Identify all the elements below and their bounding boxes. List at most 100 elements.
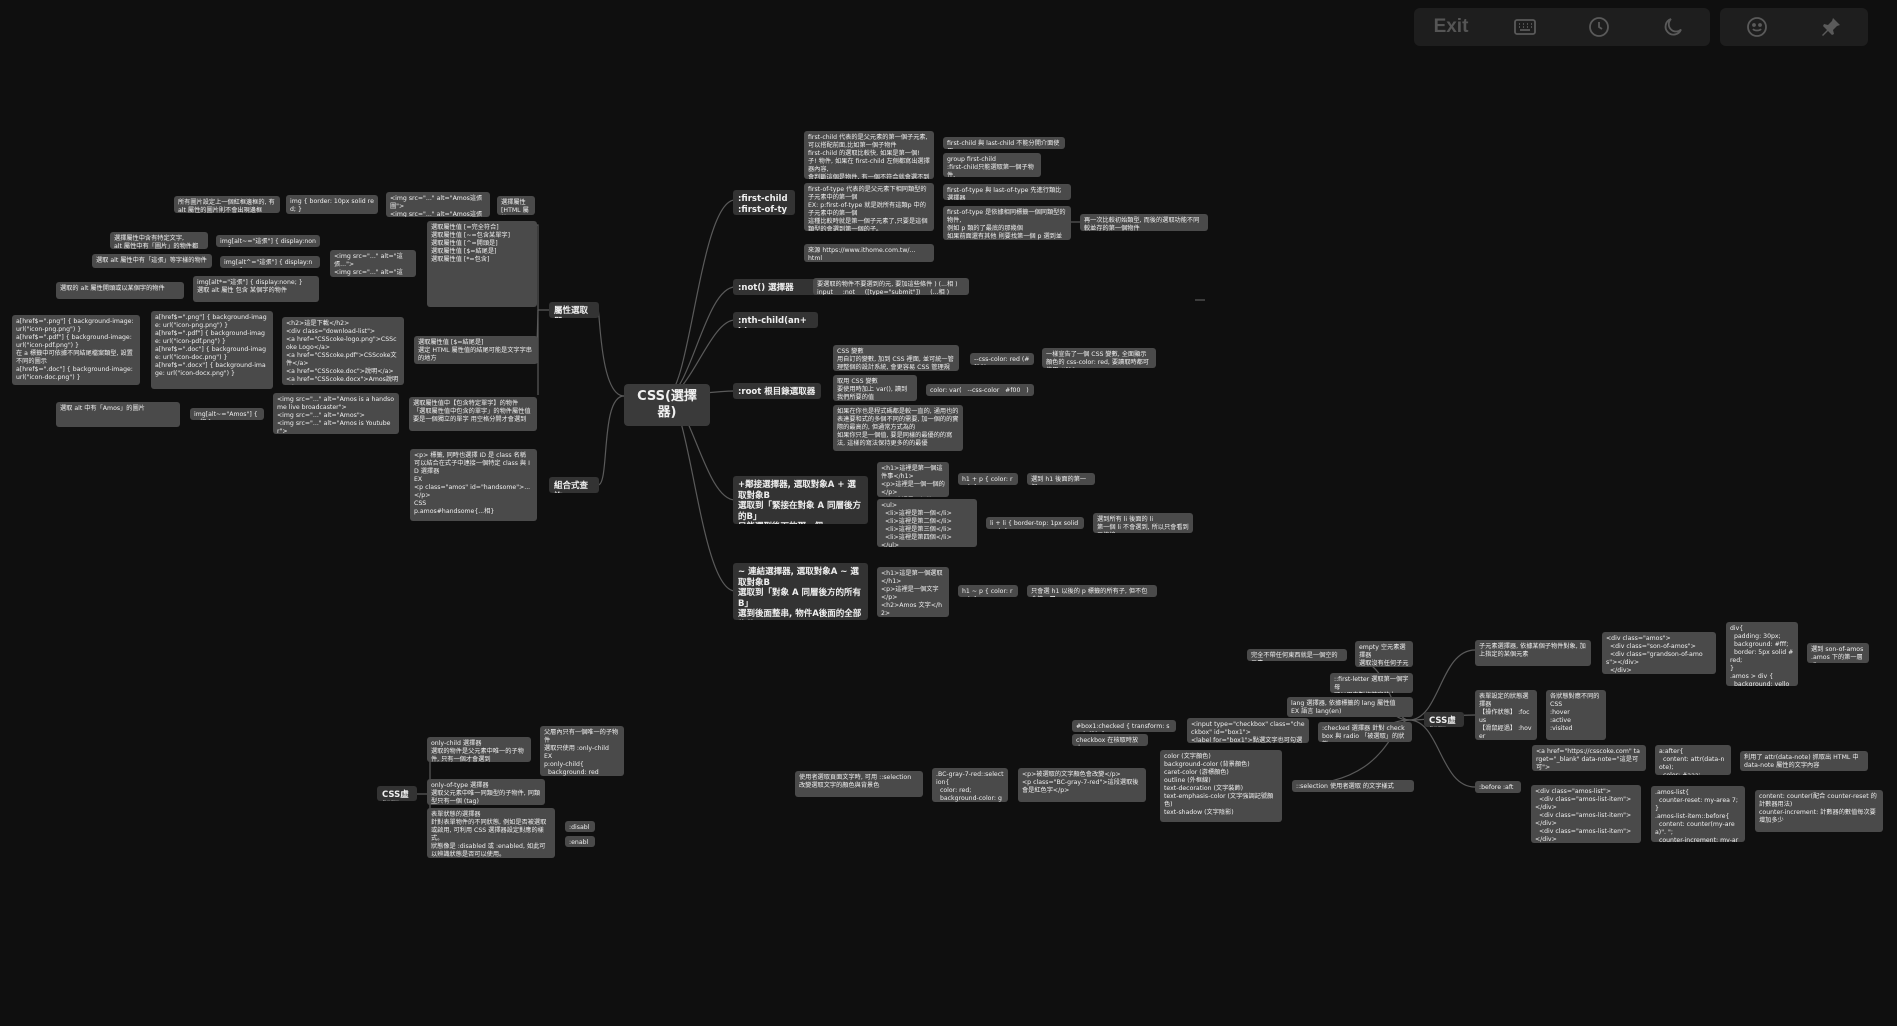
node-adjacent-list-html[interactable]: <ul> <li>這裡是第一個</li> <li>這裡是第二個</li> <li… — [877, 499, 977, 547]
topic-pseudo-class-right[interactable]: CSS虛擬類 — [1424, 712, 1464, 727]
topic-not[interactable]: :not() 選擇器 — [733, 279, 818, 295]
node-attr-word-html[interactable]: <img src="..." alt="這張..."> <img src="..… — [330, 250, 416, 277]
node-link-states[interactable]: 表單設定的狀態選擇器 【操作狀態】 :focus 【滑鼠經過】 :hover 【… — [1475, 690, 1537, 740]
node-css-variable-decl[interactable]: --css-color: red (#f00); — [970, 353, 1034, 365]
node-attr-substring-css[interactable]: img[alt*="這張"] { display:none; } 選取 alt … — [193, 276, 319, 302]
node-var-usage[interactable]: 取用 CSS 變數 要使用時加上 var(), 讀到我們所要的值 — [833, 375, 917, 401]
sticker-button[interactable] — [1720, 8, 1794, 46]
node-attr-suffix-html[interactable]: <h2>這是下載</h2> <div class="download-list"… — [282, 317, 404, 385]
clock-icon — [1589, 17, 1609, 37]
node-first-of-type-desc[interactable]: first-of-type 代表的是父元素下相同類型的子元素中的第一個 EX: … — [804, 183, 934, 231]
node-sibling-note[interactable]: 只會選 h1 以後的 p 標籤的所有子, 但不包含第一層 — [1027, 585, 1157, 597]
node-attr-word-css[interactable]: img[alt^="這張"] { display:none; } — [220, 256, 320, 268]
node-first-of-type-example[interactable]: first-of-type 是依據相同標籤一個同類型的物件, 例如 p 類的了最… — [943, 206, 1071, 240]
node-selection-selector[interactable]: ::selection 使用者選取 的文字樣式 — [1292, 780, 1414, 792]
node-first-child-desc[interactable]: first-child 代表的是父元素的第一個子元素,可以搭配前面,比如第一個子… — [804, 131, 934, 179]
node-checked-note[interactable]: checkbox 在核取時放大 — [1072, 734, 1148, 746]
node-attr-img-html[interactable]: <img src="..." alt="Amos這張圖"> <img src="… — [386, 192, 490, 217]
node-first-last-child-note[interactable]: first-child 與 last-child 不能分開介面使用 — [943, 137, 1065, 149]
toolbar-group-extra — [1720, 8, 1868, 46]
node-adjacent-html[interactable]: <h1>這裡是第一個這件事</h1> <p>這裡是一個一個的 </p> <p>這… — [877, 462, 949, 497]
node-empty-note[interactable]: 完全不帶任何東西就是一個空的元素 — [1247, 649, 1347, 661]
node-after-note[interactable]: 利用了 attr(data-note) 抓取出 HTML 中 data-note… — [1740, 751, 1868, 771]
topic-first-child[interactable]: :first-child :first-of-type — [733, 190, 795, 215]
node-checkbox-html[interactable]: <input type="checkbox" class="checkbox" … — [1187, 718, 1309, 743]
node-attr-whole-word[interactable]: 選取屬性值中【包含特定單字】的物件 「選取屬性值中包含的單字」的物件屬性值要是一… — [409, 397, 537, 431]
keyboard-button[interactable] — [1488, 8, 1562, 46]
node-child-selector-html[interactable]: <div class="amos"> <div class="son-of-am… — [1602, 632, 1716, 674]
node-attr-amos-note[interactable]: 選取 alt 中有「Amos」的圖片 — [56, 402, 180, 427]
node-attr-link-html[interactable]: <a href="https://csscoke.com" target="_b… — [1532, 745, 1646, 771]
node-counter-note[interactable]: content: counter(配合 counter-reset 的計數器用法… — [1755, 790, 1883, 832]
node-selection-properties[interactable]: color (文字顏色) background-color (背景顏色) car… — [1160, 750, 1282, 822]
node-attr-word-note[interactable]: 選取 alt 屬性中有「這張」等字樣的物件 — [92, 254, 212, 268]
node-only-child-example[interactable]: 父層內只有一個唯一的子物件 選取只使用 :only-child EX p:onl… — [540, 726, 624, 776]
node-source-link[interactable]: 來源 https://www.ithome.com.tw/... html — [804, 244, 934, 262]
node-after-css[interactable]: a:after{ content: attr(data-note); color… — [1655, 745, 1731, 775]
node-adjacent-note[interactable]: 選到 h1 後面的第一個 p — [1027, 473, 1095, 485]
node-attr-amos-html[interactable]: <img src="..." alt="Amos is a handsome l… — [273, 393, 399, 434]
node-empty-selector[interactable]: empty 空元素選擇器 選取沒有任何子元素的物件 — [1355, 641, 1413, 667]
node-child-selector-note[interactable]: 選到 son-of-amos .amos 下的第一層 div — [1807, 643, 1869, 663]
node-combined-query-desc[interactable]: <p> 標籤, 同時也選擇 ID 是 class 名稱 可以結合在式子中連接一個… — [410, 449, 537, 521]
node-link-states-css[interactable]: 各狀態對應不同的 CSS :hover :active :visited — [1546, 690, 1606, 740]
node-selection-html[interactable]: <p>被選取的文字顏色會改變</p> <p class="BC-gray-7-r… — [1018, 768, 1146, 802]
node-attr-prefix-note[interactable]: 選取的 alt 屬性開頭或以某個字的物件 — [56, 282, 184, 299]
node-child-selector-css[interactable]: div{ padding: 30px; background: #fff; bo… — [1726, 622, 1798, 686]
node-var-note[interactable]: 如果在你也是程式碼都是較一直的, 通用也的表達要和式的多個不同的需要, 加一個的… — [833, 405, 963, 451]
node-selection-css[interactable]: .BC-gray-7-red::selection{ color: red; b… — [932, 768, 1008, 802]
topic-attribute-selector[interactable]: 屬性選取器 — [549, 302, 599, 318]
node-sibling-html[interactable]: <h1>這是第一個選取</h1> <p>這裡是一個文字</p> <h2>Amos… — [877, 567, 949, 617]
node-only-child[interactable]: only-child 選擇器 選取的物件是父元素中唯一的子物件, 只有一個才會選… — [427, 737, 531, 762]
node-first-of-type-note[interactable]: first-of-type 與 last-of-type 先進行類比選擇器 — [943, 184, 1071, 200]
node-enabled[interactable]: :enabled — [565, 836, 595, 847]
node-attr-suffix-css[interactable]: a[href$=".png"] { background-image: url(… — [151, 311, 273, 389]
node-attr-select-attr[interactable]: 選擇屬性 [HTML 屬性] — [497, 196, 535, 215]
topic-nth-child[interactable]: :nth-child(an+b) — [733, 312, 818, 328]
node-adjacent-list-note[interactable]: 選到所有 li 後面的 li 第一個 li 不會選到, 所以只會看到三條線 — [1093, 513, 1193, 533]
node-only-of-type[interactable]: only-of-type 選擇器 選取父元素中唯一同類型的子物件, 同類型只有一… — [427, 779, 545, 805]
node-selection-note[interactable]: 使用者選取頁面文字時, 可用 ::selection 改變選取文字的顏色與背景色 — [795, 771, 923, 797]
node-child-selector[interactable]: 子元素選擇器, 依據某個子物件對象, 加上指定的某個元素 — [1475, 640, 1591, 666]
topic-pseudo-class-left[interactable]: CSS虛擬類 — [377, 786, 417, 801]
node-first-letter[interactable]: ::first-letter 選取第一個字母 可以用來製作首字放大 — [1330, 673, 1413, 693]
node-attr-suffix-note[interactable]: 選取屬性值 [$=結尾是] 選定 HTML 屬性值的結尾可能是文字字串的地方 — [414, 336, 538, 364]
node-attr-img-css[interactable]: img { border: 10px solid red; } img[alt]… — [286, 195, 378, 214]
node-adjacent-css[interactable]: h1 + p { color: red; } — [958, 473, 1018, 485]
node-attr-img-note[interactable]: 所有圖片設定上一個紅框邊框的, 有 alt 屬性的圖片則不會出現邊框 — [174, 196, 280, 213]
topic-sibling-selector[interactable]: ~ 連結選擇器, 選取對象A ~ 選取對象B 選取到「對象 A 同層後方的所有 … — [733, 563, 868, 620]
node-attr-contains-css[interactable]: img[alt~="這張"] { display:none; } — [216, 235, 320, 247]
node-attr-contains-note[interactable]: 選擇屬性中含有特定文字, alt 屬性中有「圖片」的物件都會選取 — [110, 232, 208, 249]
node-before-after[interactable]: :before :after — [1475, 781, 1521, 793]
moon-icon — [1664, 18, 1682, 36]
node-group-first-child[interactable]: group first-child :first-child只能選取第一個子物件… — [943, 153, 1041, 177]
node-attr-amos-css[interactable]: img[alt~="Amos"] { ...相 } — [190, 408, 264, 420]
node-adjacent-list-css[interactable]: li + li { border-top: 1px solid red; } — [986, 517, 1084, 529]
node-disabled[interactable]: :disabled — [565, 821, 595, 832]
dark-mode-button[interactable] — [1636, 8, 1710, 46]
topic-combined-query[interactable]: 組合式查詢 — [549, 477, 599, 493]
node-checked-selector[interactable]: :checked 選擇器 針對 checkbox 與 radio 「被選取」的狀… — [1318, 722, 1412, 742]
history-button[interactable] — [1562, 8, 1636, 46]
node-var-example[interactable]: color: var( --css-color #f00 ) — [926, 384, 1034, 396]
topic-adjacent-selector[interactable]: +鄰接選擇器, 選取對象A + 選取對象B 選取到「緊接在對象 A 同層後方的B… — [733, 476, 868, 524]
root-topic[interactable]: CSS(選擇器) — [624, 384, 710, 426]
node-form-state[interactable]: 表單狀態的選擇器 針對表單物件的不同狀態, 例如是否被選取或啟用, 可利用 CS… — [427, 808, 555, 858]
node-not-desc[interactable]: 要選取的物件不要選到的元, 要加這些條件 ) (...相 ) input :no… — [813, 278, 969, 295]
node-sibling-css[interactable]: h1 ~ p { color: red; } — [958, 585, 1018, 597]
topic-root-selector[interactable]: :root 根目錄選取器 — [733, 383, 821, 399]
node-css-variable[interactable]: CSS 變數 用自訂的變數, 加到 CSS 裡面, 並可統一管理整個的設計系統,… — [833, 345, 959, 371]
node-attr-operators[interactable]: 選取屬性值 [=完全符合] 選取屬性值 [~=包含某單字] 選取屬性值 [^=開… — [427, 221, 537, 307]
exit-button[interactable]: Exit — [1414, 8, 1488, 46]
pin-icon — [1822, 18, 1840, 36]
node-checked-css[interactable]: #box1:checked { transform: scale(2); } — [1072, 720, 1176, 732]
node-counter-html[interactable]: <div class="amos-list"> <div class="amos… — [1531, 785, 1641, 843]
pin-button[interactable] — [1794, 8, 1868, 46]
node-attr-suffix-example[interactable]: a[href$=".png"] { background-image: url(… — [12, 315, 140, 385]
node-counter-css[interactable]: .amos-list{ counter-reset: my-area 7; } … — [1651, 786, 1745, 842]
node-css-variable-note[interactable]: 一樣宣告了一個 CSS 變數, 全面顯示顏色的 css-color: red, … — [1042, 348, 1156, 368]
node-first-of-type-compare[interactable]: 再一次比較初始類型, 而後的選取功能不同較並存的第一個物件 — [1080, 214, 1208, 231]
smiley-icon — [1747, 17, 1767, 37]
node-lang-selector[interactable]: lang 選擇器, 依據標籤的 lang 屬性值 EX 語言 lang(en) — [1287, 697, 1413, 717]
